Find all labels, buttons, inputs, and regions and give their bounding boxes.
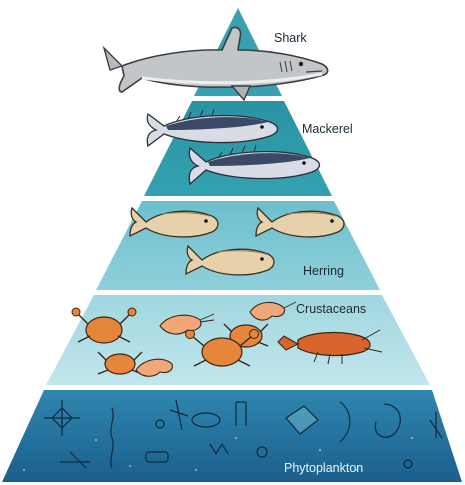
tier-crustaceans: Crustaceans	[46, 295, 430, 385]
tier-label-shark: Shark	[274, 31, 307, 45]
tier-mackerel: Mackerel	[144, 101, 353, 196]
tier-shark: Shark	[104, 8, 328, 100]
tier-label-herring: Herring	[303, 264, 344, 278]
tier-label-crustaceans: Crustaceans	[296, 302, 366, 316]
tier-label-mackerel: Mackerel	[302, 122, 353, 136]
tier-mackerel-band	[144, 101, 332, 196]
tier-phytoplankton-band	[2, 390, 462, 482]
tier-phytoplankton: Phytoplankton	[2, 390, 462, 482]
tier-label-phytoplankton: Phytoplankton	[284, 461, 363, 475]
tier-herring: Herring	[96, 201, 380, 290]
